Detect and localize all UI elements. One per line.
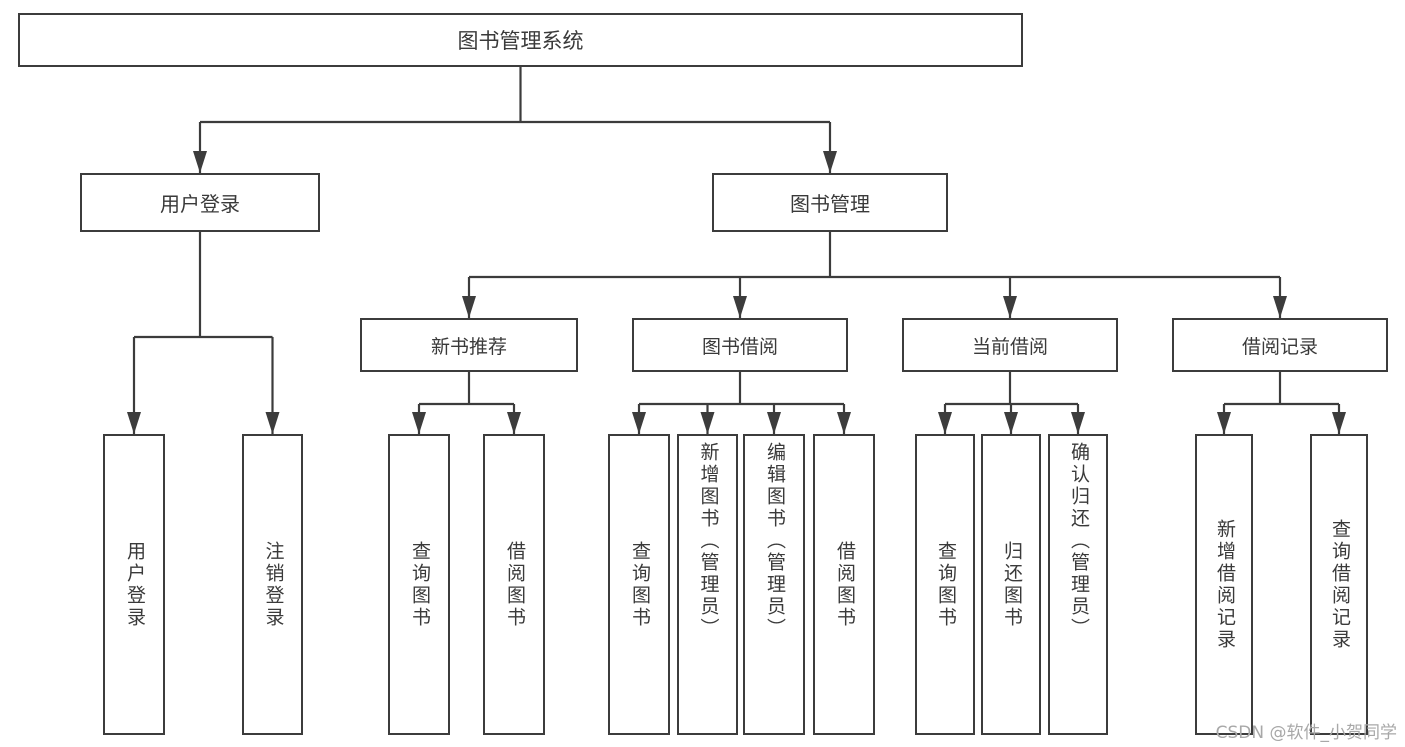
arrow-head-icon	[733, 296, 747, 318]
node-leaf-rec-borrow[interactable]: 借阅图书	[483, 434, 545, 735]
node-label: 借阅记录	[1241, 335, 1318, 358]
arrow-head-icon	[1332, 412, 1346, 434]
node-leaf-bb-borrow[interactable]: 借阅图书	[813, 434, 875, 735]
node-label: 图书管理系统	[457, 29, 584, 53]
arrow-head-icon	[767, 412, 781, 434]
arrow-head-icon	[507, 412, 521, 434]
node-label: 图书管理	[790, 192, 870, 216]
node-leaf-bb-edit[interactable]: 编辑图书（管理员）	[743, 434, 805, 735]
node-label: 查询借阅记录	[1328, 518, 1351, 651]
node-label: 新增借阅记录	[1213, 518, 1236, 651]
node-label: 注销登录	[262, 540, 285, 629]
arrow-head-icon	[193, 151, 207, 173]
node-label: 编辑图书（管理员）	[763, 442, 786, 640]
arrow-head-icon	[462, 296, 476, 318]
node-new-book-rec[interactable]: 新书推荐	[360, 318, 578, 372]
arrow-head-icon	[938, 412, 952, 434]
node-book-mgmt[interactable]: 图书管理	[712, 173, 948, 232]
node-label: 用户登录	[160, 192, 240, 216]
arrow-head-icon	[1071, 412, 1085, 434]
node-leaf-bb-query[interactable]: 查询图书	[608, 434, 670, 735]
arrow-head-icon	[1004, 412, 1018, 434]
arrow-head-icon	[837, 412, 851, 434]
arrow-head-icon	[632, 412, 646, 434]
node-current-borrow[interactable]: 当前借阅	[902, 318, 1118, 372]
node-borrow-record[interactable]: 借阅记录	[1172, 318, 1388, 372]
node-user-login[interactable]: 用户登录	[80, 173, 320, 232]
node-label: 借阅图书	[833, 540, 856, 629]
csdn-watermark: CSDN @软件_小贺同学	[1215, 723, 1397, 743]
node-leaf-user-login[interactable]: 用户登录	[103, 434, 165, 735]
arrow-head-icon	[127, 412, 141, 434]
node-leaf-br-add[interactable]: 新增借阅记录	[1195, 434, 1253, 735]
arrow-head-icon	[265, 412, 280, 434]
node-leaf-cb-query[interactable]: 查询图书	[915, 434, 975, 735]
node-leaf-bb-add[interactable]: 新增图书（管理员）	[677, 434, 738, 735]
node-label: 用户登录	[123, 540, 146, 629]
node-label: 确认归还（管理员）	[1067, 442, 1090, 640]
node-label: 新增图书（管理员）	[697, 442, 720, 640]
node-leaf-user-logout[interactable]: 注销登录	[242, 434, 303, 735]
node-label: 借阅图书	[503, 540, 526, 629]
node-leaf-rec-query[interactable]: 查询图书	[388, 434, 450, 735]
node-label: 当前借阅	[971, 335, 1048, 358]
node-label: 新书推荐	[430, 335, 507, 358]
arrow-head-icon	[1217, 412, 1231, 434]
node-label: 查询图书	[408, 540, 431, 629]
arrow-head-icon	[823, 151, 837, 173]
arrow-head-icon	[1273, 296, 1287, 318]
node-leaf-cb-return[interactable]: 归还图书	[981, 434, 1041, 735]
arrow-head-icon	[1003, 296, 1017, 318]
node-label: 归还图书	[1000, 540, 1023, 629]
node-book-borrow[interactable]: 图书借阅	[632, 318, 848, 372]
node-leaf-br-query[interactable]: 查询借阅记录	[1310, 434, 1368, 735]
node-label: 查询图书	[628, 540, 651, 629]
arrow-head-icon	[412, 412, 426, 434]
node-label: 查询图书	[934, 540, 957, 629]
node-leaf-cb-confirm[interactable]: 确认归还（管理员）	[1048, 434, 1108, 735]
arrow-head-icon	[700, 412, 715, 434]
node-root[interactable]: 图书管理系统	[18, 13, 1023, 67]
node-label: 图书借阅	[701, 335, 778, 358]
